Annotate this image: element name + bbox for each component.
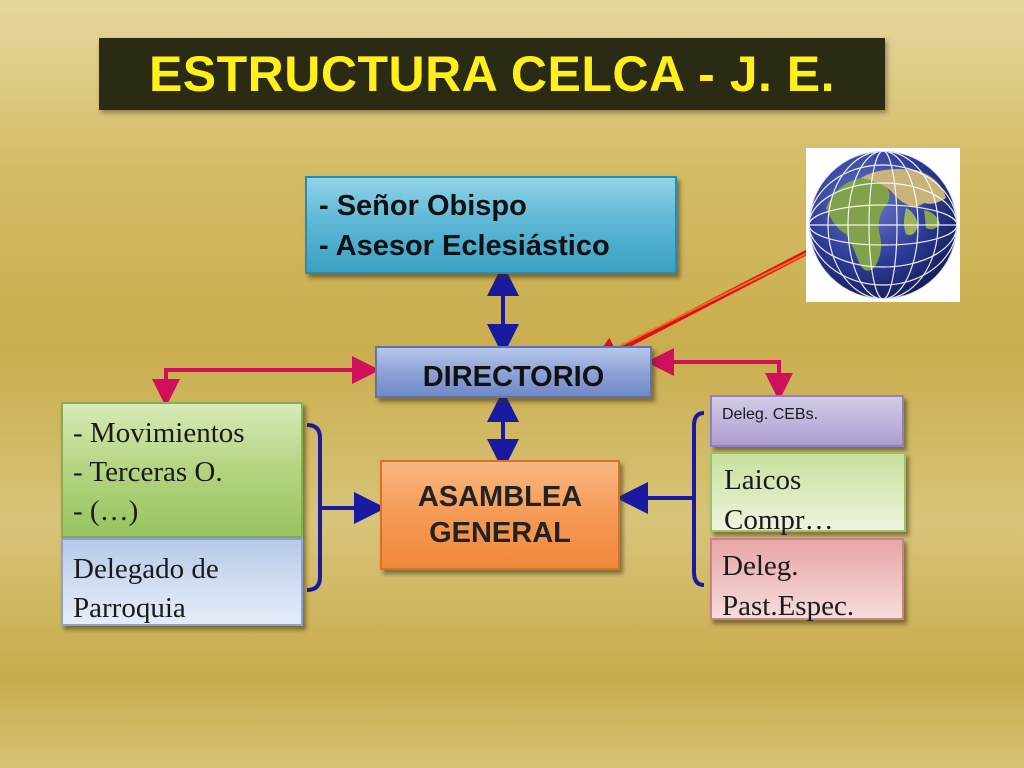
globe-image <box>806 148 960 302</box>
globe-icon <box>809 151 957 299</box>
deleg-pastoral-box: Deleg. Past.Espec. <box>710 538 904 622</box>
delegado-line-2: Parroquia <box>73 592 186 624</box>
slide-title: ESTRUCTURA CELCA - J. E. <box>99 38 885 110</box>
bishop-line: - Señor Obispo <box>319 190 527 222</box>
movimientos-line-2: - Terceras O. <box>73 456 223 488</box>
directorio-box: DIRECTORIO <box>375 346 652 398</box>
laicos-box: Laicos Compr… <box>710 452 906 536</box>
movimientos-line-1: - Movimientos <box>73 417 245 449</box>
movimientos-box: - Movimientos - Terceras O. - (…) <box>61 402 303 538</box>
arrow-directorio-left-group <box>152 356 380 407</box>
deleg-cebs-box: Deleg. CEBs. <box>710 395 904 447</box>
bishop-box: - Señor Obispo - Asesor Eclesiástico <box>305 176 677 274</box>
pastoral-line-2: Past.Espec. <box>722 590 855 622</box>
delegado-parroquia-box: Delegado de Parroquia <box>61 538 303 626</box>
cebs-label: Deleg. CEBs. <box>722 406 819 423</box>
right-bracket <box>692 411 705 587</box>
arrow-directorio-right-group <box>646 348 793 401</box>
asamblea-line-1: ASAMBLEA <box>417 481 583 513</box>
delegado-line-1: Delegado de <box>73 553 219 585</box>
advisor-line: - Asesor Eclesiástico <box>319 230 610 262</box>
directorio-label: DIRECTORIO <box>422 361 605 393</box>
pastoral-line-1: Deleg. <box>722 550 799 582</box>
left-bracket <box>306 423 322 592</box>
asamblea-line-2: GENERAL <box>429 517 571 549</box>
movimientos-line-3: - (…) <box>73 495 139 527</box>
laicos-line-1: Laicos <box>724 464 802 496</box>
laicos-line-2: Compr… <box>724 504 834 536</box>
asamblea-general-box: ASAMBLEA GENERAL <box>380 460 620 570</box>
